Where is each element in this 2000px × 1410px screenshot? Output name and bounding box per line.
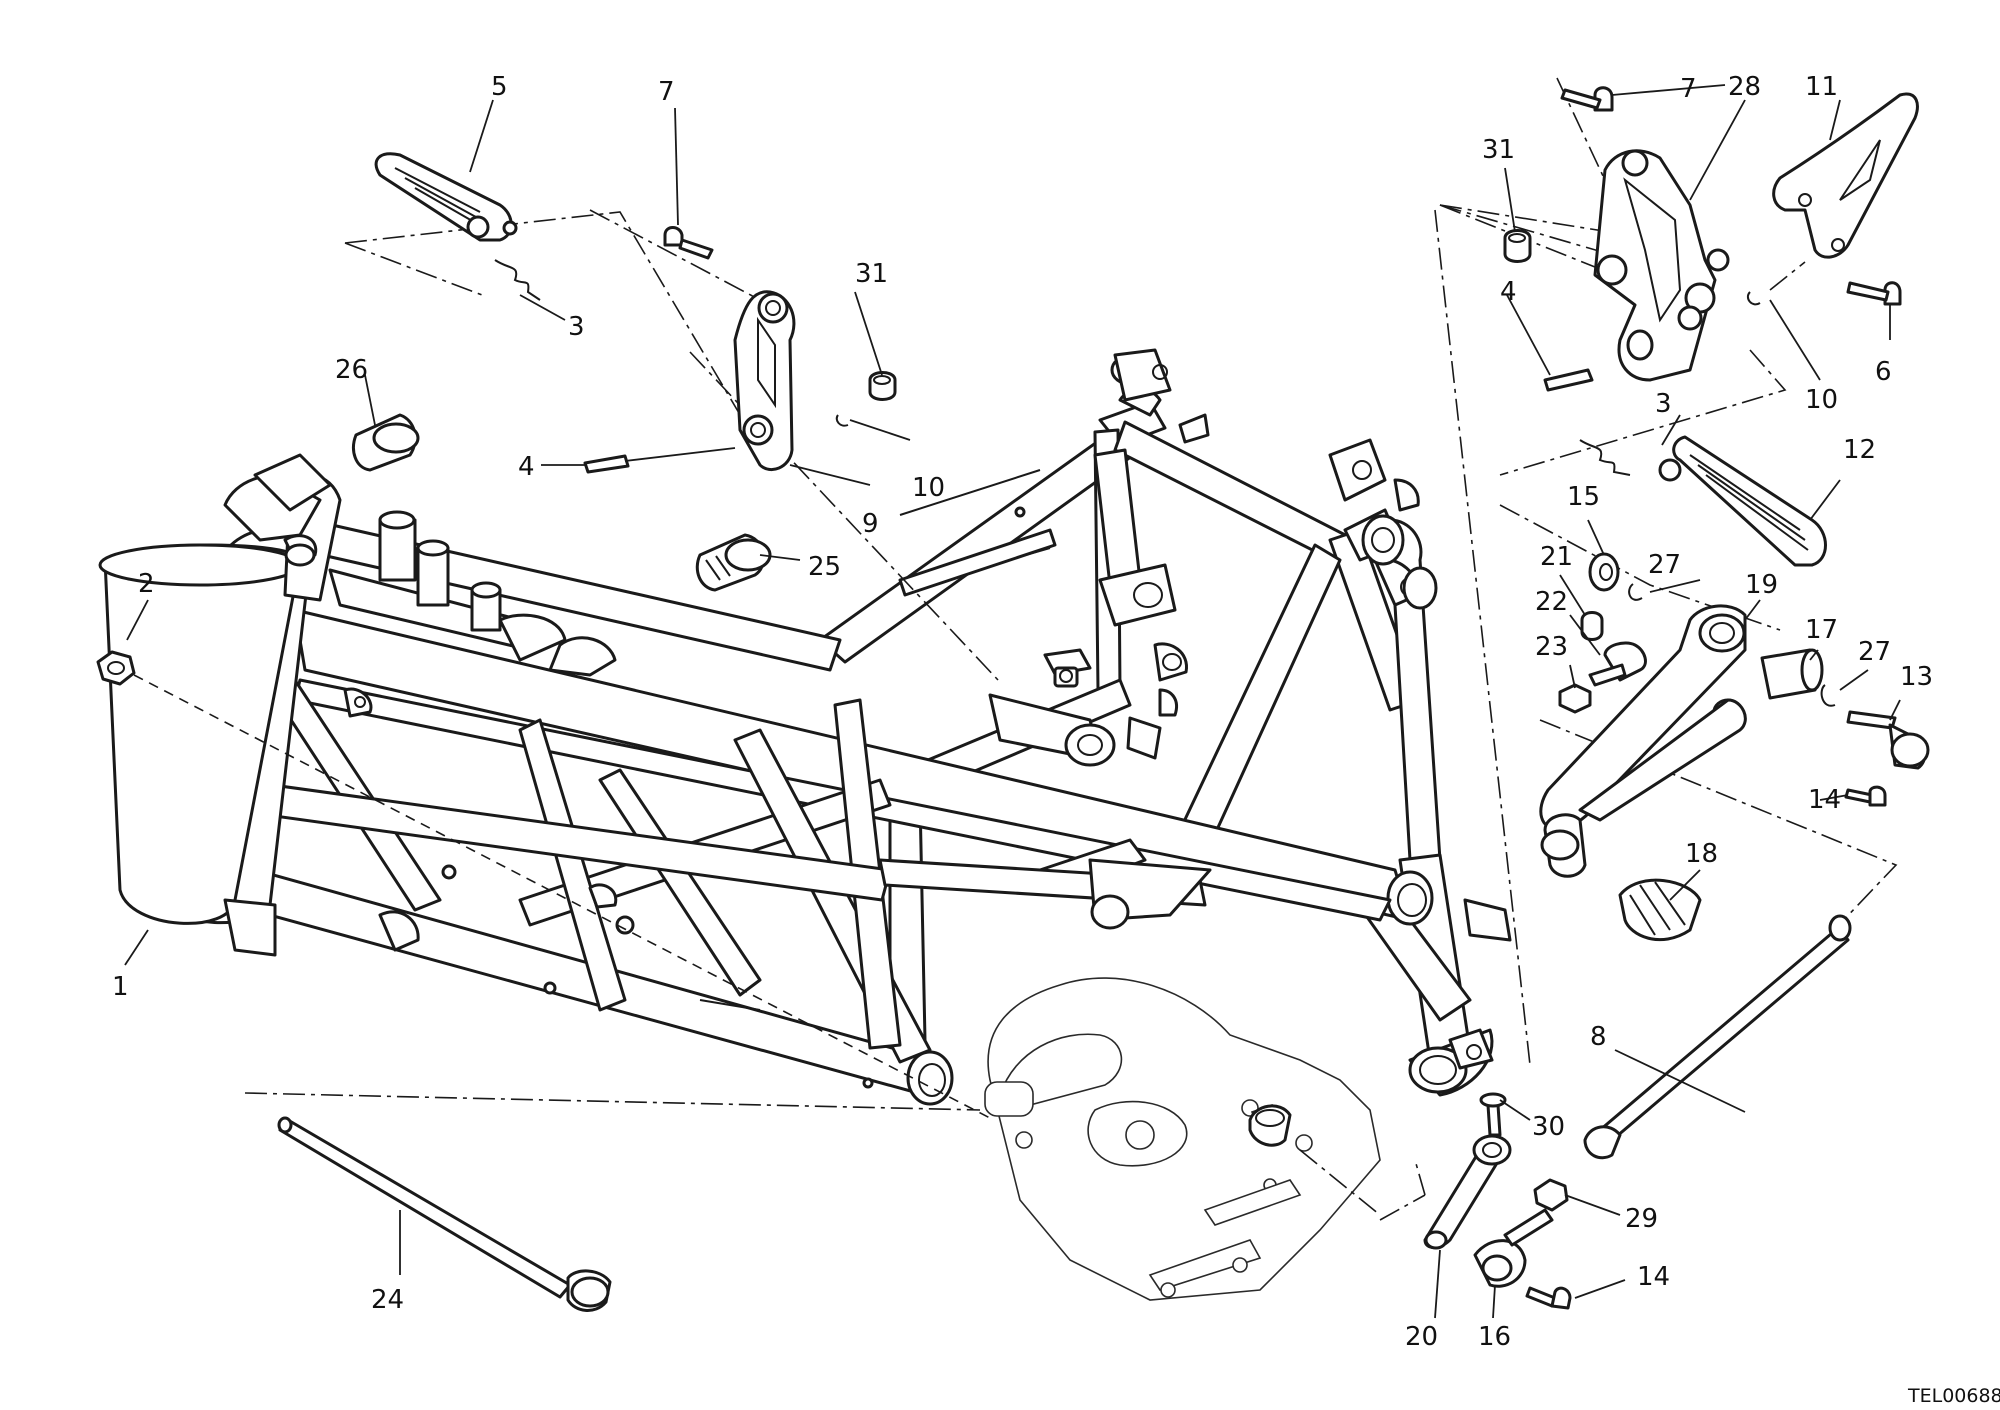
callout-10-right: 10 [1805, 385, 1838, 415]
callout-25: 25 [808, 552, 841, 582]
callout-4-right: 4 [1500, 277, 1517, 307]
callout-leaders [124, 84, 1901, 1319]
drawing-code: TEL00688 [1907, 1385, 2000, 1407]
callout-22: 22 [1535, 587, 1568, 617]
engine-case-ghost [984, 977, 1381, 1301]
callout-labels: 1 2 3 3 4 4 5 6 7 7 8 9 10 10 11 12 13 1… [112, 72, 2000, 1407]
right-footpeg-group [1248, 77, 1930, 1310]
callout-1: 1 [112, 972, 129, 1002]
callout-3-left: 3 [568, 312, 585, 342]
callout-5: 5 [491, 72, 508, 102]
callout-8: 8 [1590, 1022, 1607, 1052]
callout-21: 21 [1540, 542, 1573, 572]
callout-23: 23 [1535, 632, 1568, 662]
callout-24: 24 [371, 1285, 404, 1315]
callout-7-left: 7 [658, 77, 675, 107]
callout-3-right: 3 [1655, 389, 1672, 419]
callout-15: 15 [1567, 482, 1600, 512]
swingarm-pivot-bolt [244, 1092, 981, 1312]
callout-31-right: 31 [1482, 135, 1515, 165]
callout-30: 30 [1532, 1112, 1565, 1142]
callout-29: 29 [1625, 1204, 1658, 1234]
callout-27-upper: 27 [1648, 550, 1681, 580]
callout-12: 12 [1843, 435, 1876, 465]
callout-11: 11 [1805, 72, 1838, 102]
callout-10-left: 10 [912, 473, 945, 503]
callout-16: 16 [1478, 1322, 1511, 1352]
callout-31-left: 31 [855, 259, 888, 289]
main-frame [98, 348, 1512, 1106]
callout-14-upper: 14 [1808, 785, 1841, 815]
callout-17: 17 [1805, 615, 1838, 645]
callout-2: 2 [138, 569, 155, 599]
callout-4-left: 4 [518, 452, 535, 482]
callout-19: 19 [1745, 570, 1778, 600]
callout-28: 28 [1728, 72, 1761, 102]
left-footpeg-group [96, 152, 999, 1119]
callout-27-lower: 27 [1858, 637, 1891, 667]
callout-14-lower: 14 [1637, 1262, 1670, 1292]
callout-6: 6 [1875, 357, 1892, 387]
callout-18: 18 [1685, 839, 1718, 869]
callout-26: 26 [335, 355, 368, 385]
callout-20: 20 [1405, 1322, 1438, 1352]
callout-13: 13 [1900, 662, 1933, 692]
callout-9: 9 [862, 509, 879, 539]
callout-7-right: 7 [1680, 74, 1697, 104]
